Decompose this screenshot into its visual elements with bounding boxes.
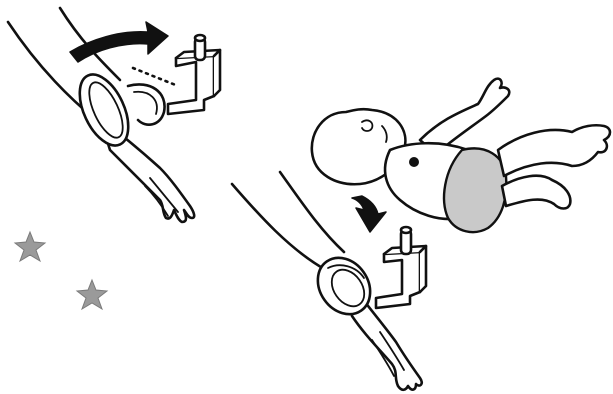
panel-attach-step bbox=[6, 6, 222, 224]
wrist-strap-left bbox=[78, 73, 166, 147]
panel-place-baby-step bbox=[230, 77, 612, 392]
star-icon bbox=[75, 278, 109, 311]
down-arrow-icon bbox=[351, 195, 387, 233]
baby-figure bbox=[310, 77, 612, 234]
rotate-arrow-icon bbox=[69, 21, 169, 63]
diaper bbox=[442, 147, 508, 234]
wrist-strap-right bbox=[316, 256, 372, 316]
bracket-connector-left bbox=[166, 33, 222, 116]
navel-dot bbox=[409, 157, 419, 167]
star-icon bbox=[13, 230, 47, 263]
arm-outline-right bbox=[230, 170, 346, 272]
dotted-guide-left bbox=[131, 66, 180, 88]
bracket-connector-right bbox=[374, 225, 428, 310]
